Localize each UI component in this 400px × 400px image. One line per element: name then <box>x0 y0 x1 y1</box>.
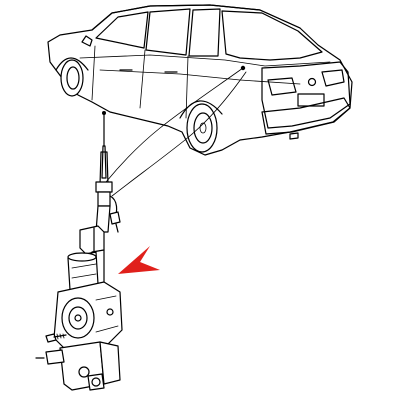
antenna-gear-housing <box>53 281 123 351</box>
car-front-wheel <box>60 59 84 97</box>
car-rear-wheel <box>186 103 218 153</box>
car-rear-bumper <box>261 97 351 135</box>
car-rear-window <box>221 10 323 61</box>
antenna-connector <box>109 195 121 233</box>
car-tail-light-left <box>267 77 297 96</box>
antenna-mast <box>95 111 113 207</box>
mounting-screw-icon <box>45 333 67 343</box>
cable-routing <box>105 67 247 197</box>
car-tail-light-right <box>321 69 345 87</box>
car-rear-emblem <box>307 77 317 87</box>
car-exhaust <box>289 132 299 140</box>
car-front-door-window <box>95 11 149 49</box>
red-pointer-arrow-icon <box>118 246 160 274</box>
antenna-cable <box>105 67 244 183</box>
car-quarter-window <box>188 8 221 57</box>
car-rear-door-window <box>145 8 191 56</box>
car-side-mirror <box>81 35 93 47</box>
pointer-line <box>111 71 247 197</box>
car-illustration <box>47 4 353 156</box>
car-roof <box>91 4 301 31</box>
antenna-motor <box>67 251 99 291</box>
car-rear-panel <box>261 61 351 129</box>
mounting-bracket <box>35 341 121 391</box>
gear-housing-cover <box>61 297 95 339</box>
